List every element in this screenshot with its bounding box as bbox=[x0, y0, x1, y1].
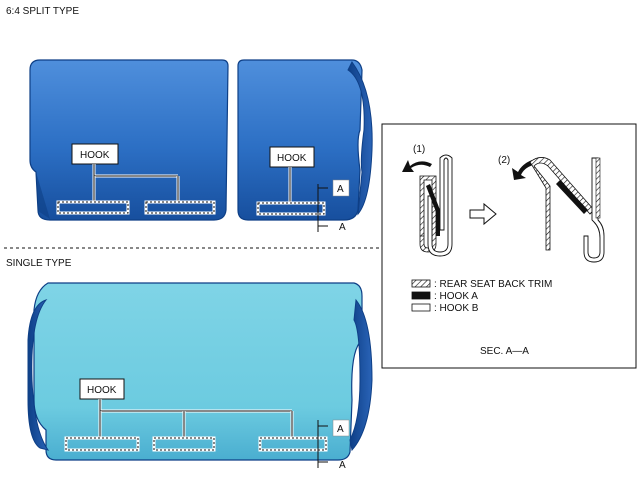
step-1-label: (1) bbox=[413, 144, 425, 155]
section-letter-split-bottom: A bbox=[339, 222, 346, 233]
trim-section-2 bbox=[529, 157, 595, 251]
hook-label-box-split-right bbox=[269, 146, 315, 168]
legend-hook-b-label: : HOOK B bbox=[434, 303, 479, 314]
split-type-title: 6:4 SPLIT TYPE bbox=[6, 6, 79, 17]
section-cut-single: A A bbox=[317, 419, 350, 471]
step-1-arrow-icon bbox=[402, 160, 432, 172]
legend-trim-label: : REAR SEAT BACK TRIM bbox=[434, 279, 552, 290]
hook-label-split-right: HOOK bbox=[277, 153, 307, 164]
section-letter-single-top: A bbox=[337, 424, 344, 435]
transition-arrow-icon bbox=[469, 202, 497, 226]
hook-label-box-single bbox=[79, 378, 125, 400]
hook-b-section-2 bbox=[583, 157, 605, 263]
section-caption: SEC. A—A bbox=[480, 346, 529, 357]
step-2-label: (2) bbox=[498, 155, 510, 166]
section-cut-split: A A bbox=[317, 179, 350, 233]
legend-hook-a-label: : HOOK A bbox=[434, 291, 478, 302]
hook-label-split-left: HOOK bbox=[80, 150, 110, 161]
legend-swatch-hook-b bbox=[411, 303, 431, 312]
legend-swatch-hook-a bbox=[411, 291, 431, 300]
split-seat-back-small bbox=[237, 59, 373, 221]
section-detail-panel: (1) (2) : REAR SEAT BACK TRIM : HOOK A :… bbox=[381, 123, 637, 369]
single-seat-back bbox=[27, 282, 373, 461]
hook-b-section-1 bbox=[427, 154, 453, 257]
hook-a-section-1 bbox=[426, 184, 440, 236]
hook-a-section-2 bbox=[556, 180, 588, 214]
section-letter-single-bottom: A bbox=[339, 460, 346, 471]
split-seat-back-large bbox=[29, 59, 229, 221]
legend-swatch-trim bbox=[411, 279, 431, 288]
hook-label-single: HOOK bbox=[87, 385, 117, 396]
step-2-arrow-icon bbox=[512, 160, 533, 180]
single-type-title: SINGLE TYPE bbox=[6, 258, 72, 269]
section-letter-split-top: A bbox=[337, 184, 344, 195]
